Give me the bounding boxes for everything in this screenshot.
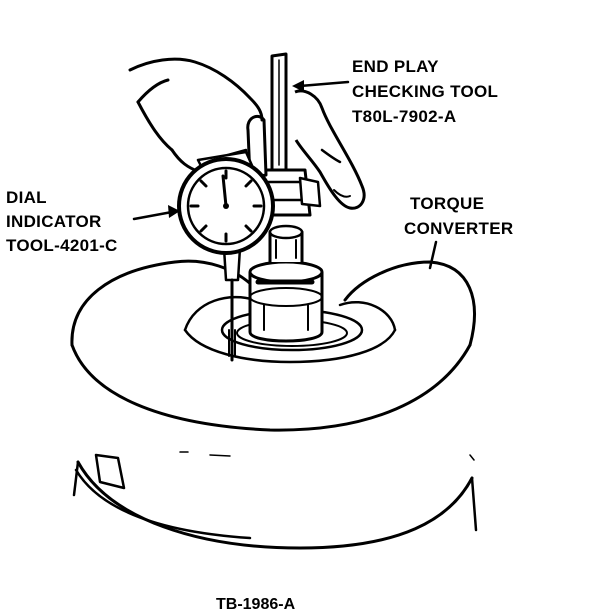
callout-end-play-line3: T80L-7902-A <box>352 107 456 126</box>
callout-torque-line1: TORQUE <box>410 194 484 213</box>
hand <box>128 57 366 210</box>
leader-arrows <box>132 80 438 270</box>
callout-dial-indicator: DIAL INDICATOR TOOL-4201-C <box>6 188 118 255</box>
callout-torque-line2: CONVERTER <box>404 219 513 238</box>
dial-needle <box>221 174 228 208</box>
dial-ticks <box>189 169 263 243</box>
callout-end-play-tool: END PLAY CHECKING TOOL T80L-7902-A <box>352 57 498 126</box>
callout-end-play-line1: END PLAY <box>352 57 439 76</box>
callout-dial-line3: TOOL-4201-C <box>6 236 118 255</box>
callout-torque-converter: TORQUE CONVERTER <box>404 194 513 238</box>
torque-converter <box>70 259 478 550</box>
dial-indicator <box>177 150 275 362</box>
callout-dial-line1: DIAL <box>6 188 47 207</box>
callout-end-play-line2: CHECKING TOOL <box>352 82 498 101</box>
figure-id: TB-1986-A <box>216 596 296 613</box>
callout-dial-line2: INDICATOR <box>6 212 102 231</box>
